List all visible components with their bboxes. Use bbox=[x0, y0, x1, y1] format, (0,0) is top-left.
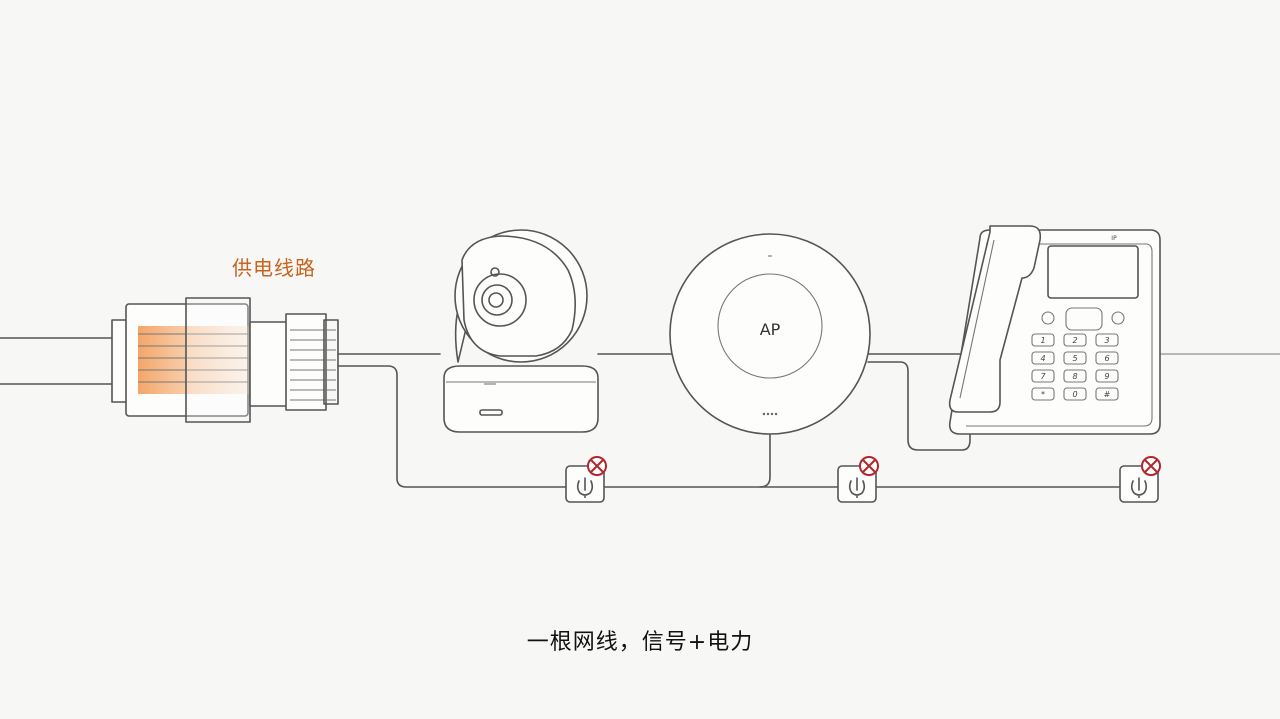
phone-key-0: 0 bbox=[1063, 387, 1087, 401]
phone-key-1: 1 bbox=[1031, 333, 1055, 347]
no-power-icon bbox=[587, 456, 607, 476]
rj45-connector bbox=[111, 297, 339, 423]
phone-key-7: 7 bbox=[1031, 369, 1055, 383]
phone-key-label: 5 bbox=[1072, 354, 1077, 363]
phone-key-label: 6 bbox=[1104, 354, 1109, 363]
ip-phone: IP 1 2 3 4 5 6 7 8 9 * 0 # bbox=[948, 225, 1161, 435]
phone-key-label: 7 bbox=[1040, 372, 1046, 381]
power-outlet-3 bbox=[1119, 456, 1161, 503]
caption-text: 一根网线，信号+电力 bbox=[526, 630, 754, 655]
power-outlet-2 bbox=[837, 456, 879, 503]
security-camera bbox=[443, 229, 599, 433]
phone-key-2: 2 bbox=[1063, 333, 1087, 347]
power-outlet-icon bbox=[1130, 477, 1148, 498]
phone-key-label: 8 bbox=[1072, 372, 1077, 381]
phone-key-label: 4 bbox=[1040, 354, 1045, 363]
no-power-icon bbox=[1141, 456, 1161, 476]
ap-label: AP bbox=[760, 320, 781, 339]
power-outlet-1 bbox=[565, 456, 607, 503]
phone-key-label: 0 bbox=[1072, 390, 1077, 399]
cable-phone-loop bbox=[867, 361, 971, 451]
phone-key-label: # bbox=[1104, 390, 1111, 399]
phone-key-label: 3 bbox=[1104, 336, 1109, 345]
phone-key-5: 5 bbox=[1063, 351, 1087, 365]
phone-key-8: 8 bbox=[1063, 369, 1087, 383]
power-outlet-icon bbox=[848, 477, 866, 498]
phone-key-label: * bbox=[1041, 390, 1045, 399]
phone-keypad: 1 2 3 4 5 6 7 8 9 * 0 # bbox=[1031, 333, 1119, 401]
phone-brand: IP bbox=[1111, 235, 1117, 242]
phone-key-label: 9 bbox=[1104, 372, 1109, 381]
phone-navigation bbox=[1041, 307, 1125, 331]
ap-led-dots bbox=[762, 412, 778, 416]
phone-key-#: # bbox=[1095, 387, 1119, 401]
power-outlets bbox=[565, 456, 1161, 503]
phone-key-*: * bbox=[1031, 387, 1055, 401]
network-cables bbox=[0, 337, 1280, 488]
phone-key-label: 1 bbox=[1040, 336, 1045, 345]
phone-key-label: 2 bbox=[1072, 336, 1077, 345]
phone-key-6: 6 bbox=[1095, 351, 1119, 365]
access-point: AP bbox=[669, 233, 871, 435]
phone-key-3: 3 bbox=[1095, 333, 1119, 347]
phone-key-9: 9 bbox=[1095, 369, 1119, 383]
cable-lower-loop bbox=[337, 365, 771, 488]
phone-key-4: 4 bbox=[1031, 351, 1055, 365]
no-power-icon bbox=[859, 456, 879, 476]
power-line-label: 供电线路 bbox=[232, 256, 316, 280]
power-outlet-icon bbox=[576, 477, 594, 498]
